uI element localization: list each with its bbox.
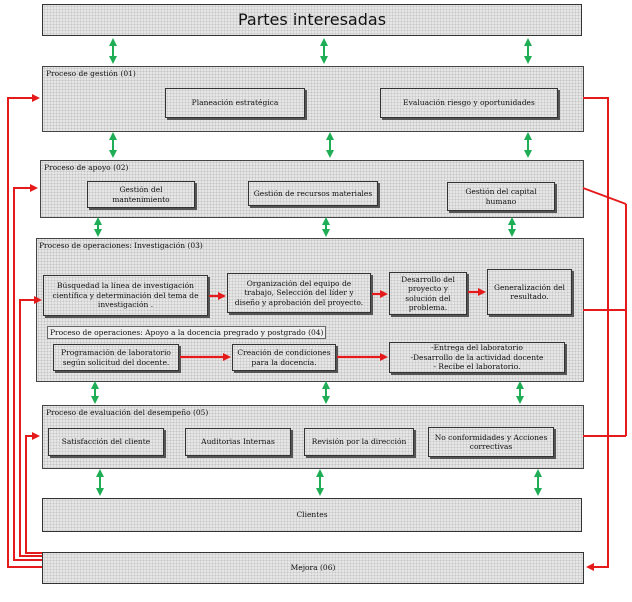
- management-review-box: Revisión por la dirección: [304, 428, 414, 456]
- team-organization-box: Organización del equipo de trabajo, Sele…: [227, 273, 371, 313]
- red-feedback-line: [19, 296, 42, 557]
- human-capital-text: Gestión del capital humano: [465, 187, 537, 206]
- red-feedback-line: [25, 432, 42, 554]
- nonconformities-box: No conformidades y Acciones correctivas: [428, 427, 554, 457]
- internal-audits-box: Auditorias Internas: [185, 428, 291, 456]
- improvement-box: Mejora (06): [42, 552, 584, 584]
- operations-process-label: Proceso de operaciones: Investigación (0…: [39, 241, 203, 250]
- lab-scheduling-text: Programación de laboratorio según solici…: [61, 348, 171, 367]
- maintenance-box: Gestión del mantenimiento: [87, 181, 195, 208]
- red-feedback-line: [583, 97, 609, 571]
- risk-evaluation-text: Evaluación riesgo y oportunidades: [403, 98, 535, 108]
- research-search-text: Búsquedad la línea de investigación cien…: [52, 281, 199, 310]
- improvement-text: Mejora (06): [290, 563, 336, 573]
- management-process-panel: [42, 66, 584, 132]
- stakeholders-box: Partes interesadas: [42, 4, 582, 36]
- support-process-label: Proceso de apoyo (02): [44, 163, 129, 172]
- result-generalization-box: Generalización del resultado.: [487, 269, 572, 315]
- project-development-text: Desarrollo del proyecto y solución del p…: [401, 274, 455, 312]
- clients-text: Clientes: [296, 510, 328, 520]
- strategic-planning-box: Planeación estratégica: [165, 88, 305, 118]
- teaching-conditions-box: Creación de condiciones para la docencia…: [232, 344, 336, 371]
- risk-evaluation-box: Evaluación riesgo y oportunidades: [380, 88, 558, 118]
- team-organization-text: Organización del equipo de trabajo, Sele…: [234, 278, 364, 307]
- management-review-text: Revisión por la dirección: [311, 437, 407, 447]
- teaching-conditions-text: Creación de condiciones para la docencia…: [237, 348, 331, 367]
- project-development-box: Desarrollo del proyecto y solución del p…: [389, 272, 467, 315]
- red-feedback-line: [13, 184, 42, 561]
- teaching-support-label: Proceso de operaciones: Apoyo a la docen…: [47, 326, 327, 339]
- red-feedback-line: [7, 94, 42, 568]
- lab-delivery-text: -Entrega del laboratorio -Desarrollo de …: [410, 343, 544, 372]
- nonconformities-text: No conformidades y Acciones correctivas: [434, 432, 548, 451]
- performance-evaluation-label: Proceso de evaluación del desempeño (05): [46, 408, 209, 417]
- customer-satisfaction-text: Satisfacción del cliente: [61, 437, 151, 447]
- lab-scheduling-box: Programación de laboratorio según solici…: [53, 344, 179, 371]
- management-process-label: Proceso de gestión (01): [46, 69, 136, 78]
- red-feedback-line: [582, 187, 627, 205]
- internal-audits-text: Auditorias Internas: [201, 437, 275, 447]
- lab-delivery-box: -Entrega del laboratorio -Desarrollo de …: [389, 342, 565, 373]
- human-capital-box: Gestión del capital humano: [447, 182, 555, 211]
- research-search-box: Búsquedad la línea de investigación cien…: [43, 275, 208, 316]
- stakeholders-title: Partes interesadas: [237, 10, 387, 29]
- strategic-planning-text: Planeación estratégica: [191, 98, 279, 108]
- customer-satisfaction-box: Satisfacción del cliente: [48, 428, 164, 456]
- result-generalization-text: Generalización del resultado.: [494, 282, 565, 301]
- material-resources-text: Gestión de recursos materiales: [253, 188, 373, 198]
- clients-box: Clientes: [42, 498, 582, 532]
- maintenance-text: Gestión del mantenimiento: [112, 185, 170, 204]
- material-resources-box: Gestión de recursos materiales: [248, 181, 378, 206]
